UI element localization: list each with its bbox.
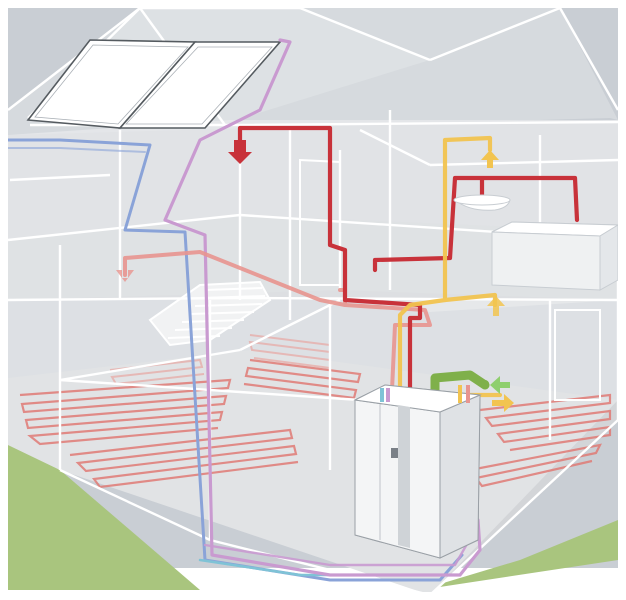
arrow-up-icon	[481, 150, 499, 168]
bathtub	[491, 221, 620, 291]
upper-door	[299, 158, 341, 286]
wash-basin	[453, 194, 511, 211]
solar-circuit-pipe	[163, 38, 482, 577]
arrow-down-icon	[228, 140, 252, 164]
heat-pump-display	[391, 448, 398, 458]
solar-panel-right	[118, 41, 282, 129]
lawn-right	[420, 520, 618, 590]
arrow-up-icon	[487, 296, 505, 316]
arrow-left-icon	[490, 376, 510, 394]
heat-pump-pipe-stubs	[380, 385, 470, 403]
back-door	[554, 309, 601, 401]
heat-pump-front-stripe	[398, 405, 410, 548]
upper-floor-slab	[8, 215, 618, 312]
doors	[299, 158, 601, 401]
arrow-right-icon	[492, 394, 514, 412]
lawn-left	[8, 440, 200, 590]
solar-collectors	[26, 39, 282, 129]
flow-arrows	[116, 140, 514, 412]
hot-water-pipe	[237, 125, 580, 413]
arrow-down-icon	[116, 270, 134, 282]
heat-pump-unit	[353, 384, 482, 559]
